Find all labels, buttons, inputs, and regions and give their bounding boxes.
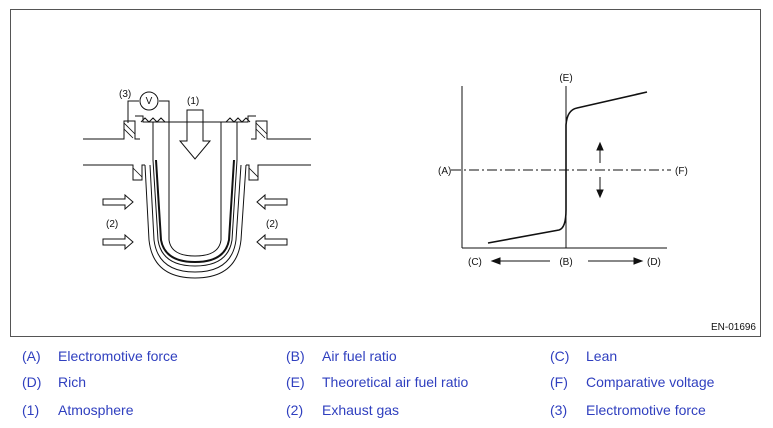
label-exhaust-left: (2)	[106, 219, 118, 230]
label-atmosphere: (1)	[187, 96, 199, 107]
output-graph	[451, 86, 671, 265]
legend-key: (C)	[550, 348, 570, 364]
voltage-shift-arrowhead-up	[596, 141, 604, 151]
zirconia-element-inner	[168, 122, 222, 257]
legend-text: Atmosphere	[58, 402, 134, 418]
atmosphere-arrow	[178, 109, 212, 160]
voltmeter-circle	[139, 91, 159, 111]
exhaust-pipe-right-wall	[246, 120, 311, 181]
graph-label-d: (D)	[647, 257, 661, 268]
graph-label-e: (E)	[559, 73, 572, 84]
legend-row-1: (A) Electromotive force (B) Air fuel rat…	[0, 344, 773, 368]
legend-text: Comparative voltage	[586, 374, 715, 390]
voltmeter-symbol: V	[146, 96, 153, 107]
exhaust-arrow-right-top	[256, 193, 288, 211]
legend-text: Electromotive force	[586, 402, 706, 418]
legend-row-2: (D) Rich (E) Theoretical air fuel ratio …	[0, 370, 773, 394]
zirconia-element-outer	[152, 122, 238, 267]
legend-row-3: (1) Atmosphere (2) Exhaust gas (3) Elect…	[0, 398, 773, 422]
figure-id: EN-01696	[710, 322, 756, 333]
graph-label-c: (C)	[468, 257, 482, 268]
legend-key: (D)	[22, 374, 42, 390]
legend-key: (F)	[550, 374, 568, 390]
sensor-outer-thimble	[144, 164, 247, 279]
inner-electrode	[155, 159, 235, 264]
voltage-shift-arrowhead-down	[596, 189, 604, 199]
exhaust-pipe-left-wall	[83, 120, 145, 181]
lean-arrowhead	[490, 257, 501, 265]
legend-key: (2)	[286, 402, 304, 418]
legend-text: Lean	[586, 348, 618, 364]
label-voltmeter: (3)	[119, 89, 131, 100]
diagram-canvas: V (3) (1) (2) (2) (E) (A) (F) (C) (B) (	[83, 73, 688, 279]
oxygen-sensor-diagram	[83, 91, 311, 279]
legend-text: Theoretical air fuel ratio	[322, 374, 469, 390]
exhaust-arrow-left-bottom	[102, 233, 134, 251]
legend-text: Rich	[58, 374, 87, 390]
legend-key: (A)	[22, 348, 41, 364]
exhaust-arrow-left-top	[102, 193, 134, 211]
legend-key: (3)	[550, 402, 568, 418]
legend: (A) Electromotive force (B) Air fuel rat…	[0, 340, 773, 428]
legend-key: (E)	[286, 374, 305, 390]
sensor-break-line	[140, 117, 251, 123]
legend-text: Air fuel ratio	[322, 348, 397, 364]
sensor-outer-thimble-inner	[149, 164, 242, 273]
graph-label-a: (A)	[438, 166, 451, 177]
legend-key: (B)	[286, 348, 305, 364]
rich-arrowhead	[633, 257, 644, 265]
legend-text: Exhaust gas	[322, 402, 400, 418]
figure-frame: V (3) (1) (2) (2) (E) (A) (F) (C) (B) (	[10, 9, 761, 337]
legend-text: Electromotive force	[58, 348, 178, 364]
pipe-hatching	[123, 122, 268, 178]
voltmeter-wiring	[127, 100, 170, 123]
legend-key: (1)	[22, 402, 40, 418]
graph-label-f: (F)	[675, 166, 688, 177]
sensor-flange	[135, 115, 256, 123]
label-exhaust-right: (2)	[266, 219, 278, 230]
graph-label-b: (B)	[559, 257, 572, 268]
exhaust-arrow-right-bottom	[256, 233, 288, 251]
sensor-output-curve	[487, 91, 648, 244]
